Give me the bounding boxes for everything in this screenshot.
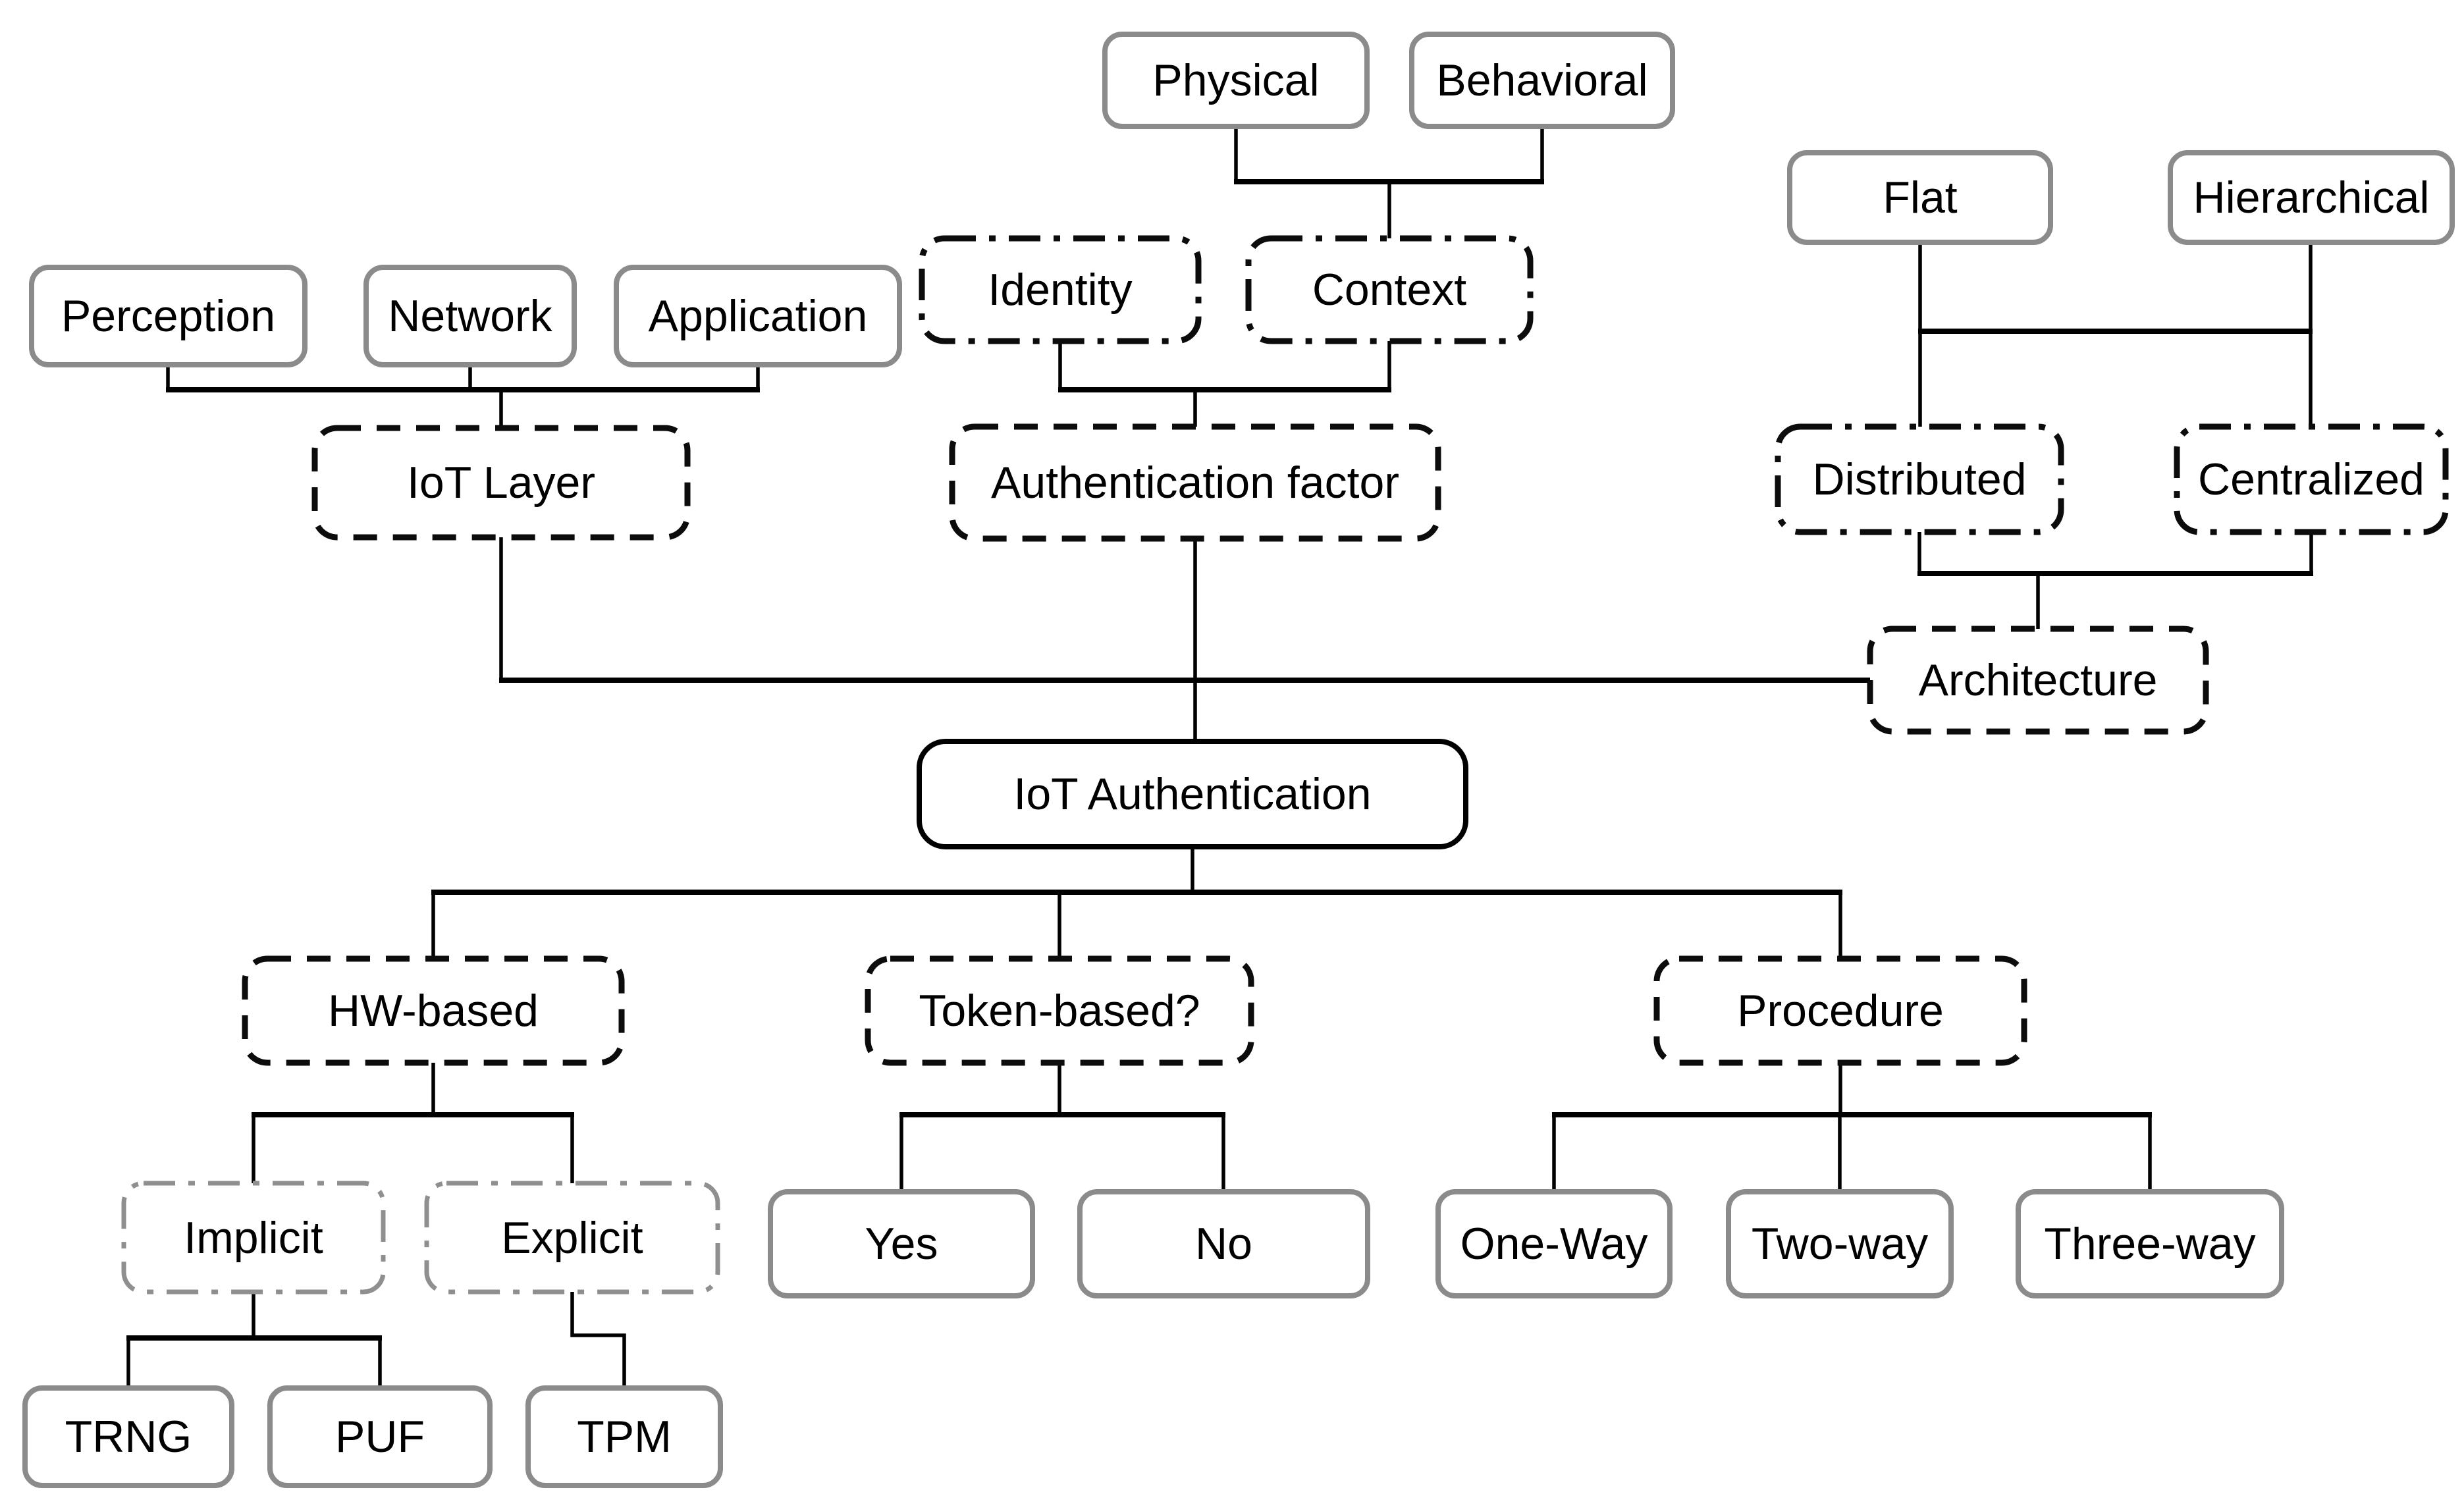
puf-box [267,1385,493,1488]
edge-explicit-tpm-elbow [570,1292,626,1389]
centralized-box [2174,423,2449,535]
hw-based-box [242,955,625,1066]
identity-box [919,235,1202,344]
perception-box [29,265,308,367]
node-one-way-label: One-Way [1460,1219,1648,1269]
no-box [1077,1189,1370,1298]
node-iot-layer-label: IoT Layer [406,458,595,508]
node-no-label: No [1195,1219,1252,1269]
distributed-box [1775,423,2064,535]
node-explicit-label: Explicit [501,1212,643,1263]
node-boxes [22,32,2455,1488]
node-physical-label: Physical [1152,55,1320,105]
node-tpm-label: TPM [577,1412,672,1462]
two-way-box [1726,1189,1954,1298]
application-box [614,265,902,367]
yes-box [768,1189,1035,1298]
three-way-box [2016,1189,2284,1298]
node-flat-label: Flat [1883,173,1958,223]
node-network-label: Network [388,291,552,341]
node-token-based-label: Token-based? [919,986,1200,1036]
iot-layer-box [311,425,691,541]
node-behavioral-label: Behavioral [1436,55,1648,105]
node-procedure-label: Procedure [1737,986,1944,1036]
context-box [1245,235,1534,344]
node-three-way-label: Three-way [2044,1219,2256,1269]
node-iot-authentication-label: IoT Authentication [1013,769,1372,819]
node-identity-label: Identity [988,265,1133,315]
node-centralized-label: Centralized [2198,454,2424,504]
network-box [363,265,577,367]
node-trng-label: TRNG [65,1412,192,1462]
tpm-box [525,1385,723,1488]
trng-box [22,1385,234,1488]
node-distributed-label: Distributed [1812,454,2027,504]
explicit-box [424,1181,720,1295]
architecture-box [1867,626,2209,735]
hierarchical-box [2168,150,2455,245]
physical-box [1102,32,1370,129]
node-puf-label: PUF [335,1412,425,1462]
one-way-box [1435,1189,1673,1298]
iot-authentication-box [917,739,1468,849]
node-two-way-label: Two-way [1751,1219,1929,1269]
node-yes-label: Yes [865,1219,938,1269]
node-context-label: Context [1312,265,1467,315]
node-application-label: Application [648,291,868,341]
node-hw-based-label: HW-based [328,986,539,1036]
authentication-factor-box [949,423,1441,542]
node-authentication-factor-label: Authentication factor [991,458,1399,508]
behavioral-box [1409,32,1675,129]
procedure-box [1653,955,2027,1066]
node-implicit-label: Implicit [184,1212,323,1263]
node-perception-label: Perception [61,291,276,341]
node-architecture-label: Architecture [1918,655,2158,705]
node-hierarchical-label: Hierarchical [2193,173,2430,223]
implicit-box [121,1181,386,1295]
connectors [126,126,2313,1389]
token-based-box [865,955,1254,1066]
flat-box [1787,150,2053,245]
